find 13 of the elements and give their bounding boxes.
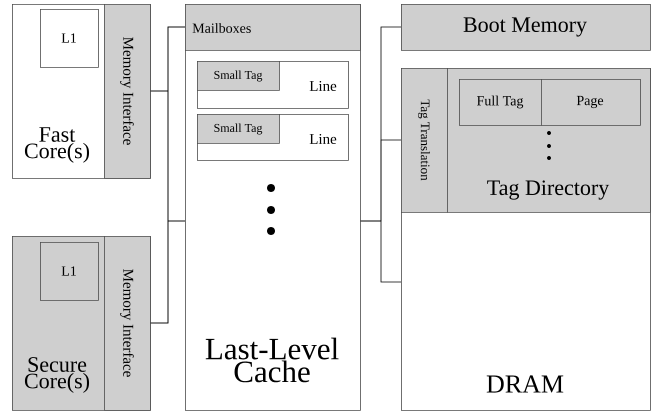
memory-box: Boot Memory [401, 4, 651, 51]
page-box: Page [541, 79, 641, 126]
translation-bar: Tag Translation [401, 68, 448, 213]
connector-line [360, 220, 402, 282]
cache-box: L1 [40, 242, 99, 301]
interface-bar: Memory Interface [104, 236, 151, 411]
cache-box: L1 [40, 9, 99, 68]
tag-box: Full Tag [459, 79, 542, 126]
interface-bar: Memory Interface [104, 4, 151, 179]
tag-box: Small Tag [197, 61, 280, 91]
connector-line [150, 220, 186, 324]
mailbox-bar: Mailboxes [185, 4, 361, 51]
tag-box: Small Tag [197, 114, 280, 144]
